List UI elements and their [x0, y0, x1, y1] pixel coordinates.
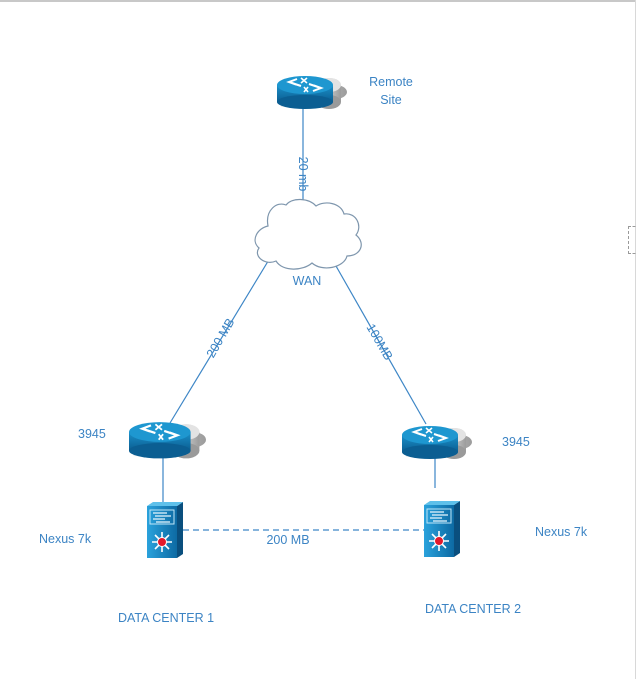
dc2-site-label: DATA CENTER 2 — [425, 602, 521, 616]
router-remote-site[interactable] — [276, 75, 348, 110]
window-top-border — [0, 0, 636, 2]
link-remote-wan-label: 20 mb — [296, 157, 310, 192]
dc1-site-label: DATA CENTER 1 — [118, 611, 214, 625]
link-wan-dc1-label: 200 MB — [204, 316, 238, 360]
router-dc1-label: 3945 — [78, 427, 106, 441]
selection-handle[interactable] — [628, 226, 636, 254]
router-dc1[interactable] — [127, 421, 208, 460]
link-wan-dc2-label: 100MB — [363, 321, 395, 362]
switch-dc1[interactable] — [146, 501, 184, 559]
link-wan-dc1 — [169, 257, 271, 424]
wan-label: WAN — [293, 274, 322, 288]
remote-site-label-line1: Remote — [369, 75, 413, 89]
switch-dc1-label: Nexus 7k — [39, 532, 92, 546]
link-dc1-dc2-label: 200 MB — [266, 533, 309, 547]
switch-dc2-label: Nexus 7k — [535, 525, 588, 539]
switch-dc2[interactable] — [423, 500, 461, 558]
remote-site-label-line2: Site — [380, 93, 402, 107]
router-dc2[interactable] — [401, 425, 473, 460]
link-lines — [162, 102, 436, 531]
wan-cloud[interactable] — [254, 198, 362, 270]
router-dc2-label: 3945 — [502, 435, 530, 449]
link-wan-dc2 — [335, 265, 427, 425]
